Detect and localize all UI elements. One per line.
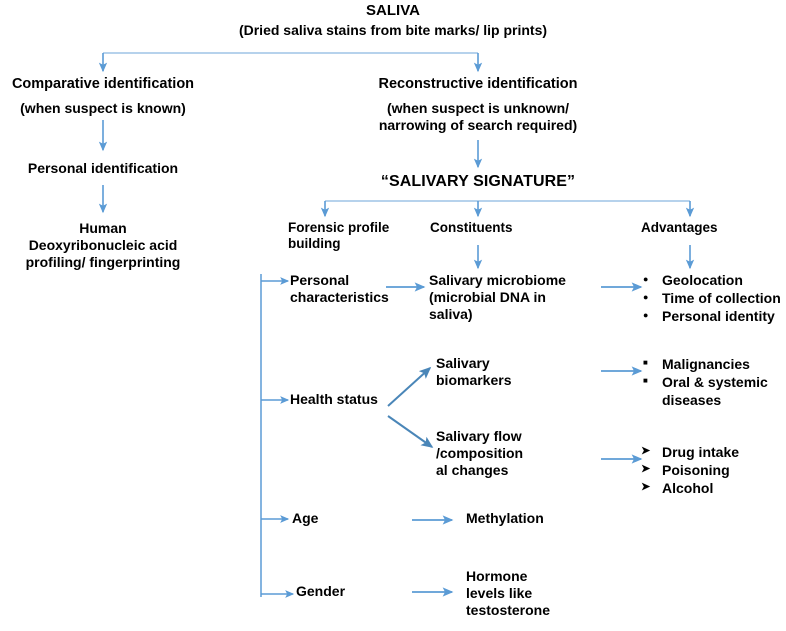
advantages-list-personal-characteristics: Geolocation Time of collection Personal …	[641, 272, 786, 326]
branch-comparative-note: (when suspect is known)	[20, 100, 186, 116]
branch-reconstructive-note: (when suspect is unknown/ narrowing of s…	[378, 100, 578, 134]
cell-profile-age: Age	[292, 510, 319, 526]
cell-profile-gender: Gender	[296, 583, 346, 599]
advantages-list-health-status: Malignancies Oral & systemic diseases	[641, 356, 781, 410]
page-subtitle: (Dried saliva stains from bite marks/ li…	[238, 22, 548, 38]
cell-constituent-salivary-biomarkers: Salivary biomarkers	[436, 355, 512, 389]
list-item: Time of collection	[641, 290, 786, 308]
list-item: Malignancies	[641, 356, 781, 374]
cell-constituent-methylation: Methylation	[466, 510, 544, 526]
cell-constituent-salivary-flow: Salivary flow /composition al changes	[436, 428, 524, 479]
advantages-list-salivary-flow: Drug intake Poisoning Alcohol	[641, 444, 781, 498]
cell-profile-health-status: Health status	[290, 391, 378, 407]
list-item: Personal identity	[641, 308, 786, 326]
list-item: Geolocation	[641, 272, 786, 290]
cell-constituent-hormone-levels: Hormone levels like testosterone	[466, 568, 551, 619]
list-item: Drug intake	[641, 444, 781, 462]
list-item: Oral & systemic diseases	[641, 374, 781, 410]
column-header-advantages: Advantages	[641, 220, 718, 235]
list-item: Alcohol	[641, 480, 781, 498]
branch-reconstructive-heading: Reconstructive identification	[378, 76, 578, 92]
branch-comparative-heading: Comparative identification	[11, 76, 195, 92]
list-item: Poisoning	[641, 462, 781, 480]
node-salivary-signature: “SALIVARY SIGNATURE”	[380, 173, 576, 190]
cell-profile-personal-characteristics: Personal characteristics	[290, 272, 389, 306]
page-title: SALIVA	[366, 2, 420, 19]
node-dna-profiling: Human Deoxyribonucleic acid profiling/ f…	[25, 220, 181, 271]
cell-constituent-salivary-microbiome: Salivary microbiome (microbial DNA in sa…	[429, 272, 566, 323]
node-personal-identification: Personal identification	[27, 160, 179, 176]
column-header-forensic-profile-building: Forensic profile building	[288, 220, 390, 252]
column-header-constituents: Constituents	[430, 220, 513, 235]
